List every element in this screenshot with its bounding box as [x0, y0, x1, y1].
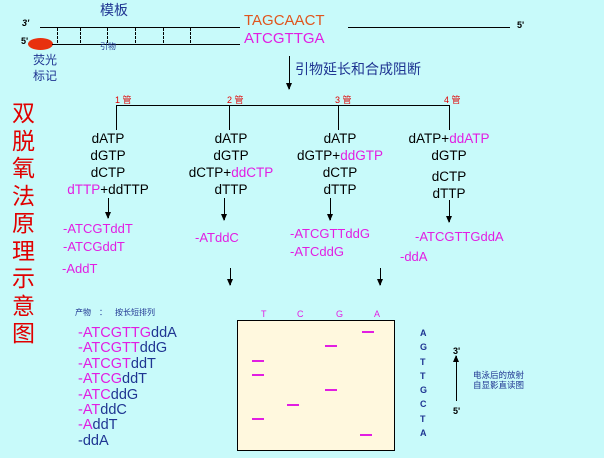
template-line [40, 27, 240, 28]
tube-1-product: -ATCGddT [63, 239, 125, 254]
list-item: -ATCGTTddG [78, 340, 168, 357]
down-arrow-icon [327, 198, 333, 221]
lane-g: G [336, 309, 344, 319]
down-arrow-icon [286, 56, 292, 90]
tube-1-product: -AddT [62, 261, 98, 276]
down-arrow-icon [105, 198, 111, 219]
tube-4-product: -ATCGTTGddA [415, 229, 504, 244]
list-item: -ATCGTTGddA [78, 325, 177, 341]
primer-line [52, 44, 240, 45]
tube-3-product: -ATCGTTddG [290, 226, 370, 241]
tube-2-mix: dATP dGTP dCTP+ddCTP dTTP [188, 131, 274, 197]
list-item: -ATCGddT [78, 371, 148, 388]
list-item: -ATddC [78, 402, 127, 419]
down-arrow-icon [221, 198, 227, 221]
fluorescent-tag [28, 38, 53, 50]
primer-sequence: ATCGTTGA [244, 30, 325, 47]
down-arrow-icon [227, 268, 233, 286]
gel-caption: 电泳后的放射自显影直读图 [473, 370, 525, 390]
primer-5-end: 5' [21, 36, 29, 46]
tube-branch-line [116, 105, 450, 106]
up-arrow-icon [453, 355, 459, 401]
tube-1-mix: dATP dGTP dCTP dTTP+ddTTP [67, 131, 149, 197]
sorted-products-list: -ATCGTTGddA -ATCGTTddG -ATCGTddT -ATCGdd… [78, 325, 177, 449]
tube-3-mix: dATP dGTP+ddGTP dCTP dTTP [297, 131, 383, 197]
down-arrow-icon [446, 200, 452, 223]
tube-3-product: -ATCddG [290, 244, 344, 259]
step-label: 引物延长和合成阻断 [295, 61, 421, 77]
tube-2-product: -ATddC [195, 230, 239, 245]
down-arrow-icon [377, 268, 383, 286]
template-3-end: 3' [22, 18, 30, 28]
tube-4-mix: dATP+ddATP dGTP dCTP dTTP [408, 131, 490, 201]
list-item: -ATCGTddT [78, 355, 156, 372]
direction-5: 5' [453, 406, 461, 416]
tube-1-product: -ATCGTddT [63, 221, 133, 236]
template-sequence: TAGCAACT [244, 12, 325, 29]
tube-2-label: 2 管 [227, 95, 244, 105]
tube-4-product: -ddA [400, 249, 428, 264]
tube-4-label: 4 管 [444, 95, 461, 105]
fluorescent-label: 荧光标记 [33, 53, 58, 83]
primer-label: 引物 [100, 42, 116, 51]
tube-3-label: 3 管 [335, 95, 352, 105]
list-item: -AddT [78, 417, 118, 434]
list-item: -ddA [78, 432, 109, 449]
gel-box [237, 320, 395, 451]
lane-a: A [374, 309, 381, 319]
direction-3: 3' [453, 346, 461, 356]
lane-t: T [261, 309, 267, 319]
tube-1-label: 1 管 [115, 95, 132, 105]
diagram-title: 双脱氧法原理示意图 [12, 101, 35, 347]
products-header: 产物：按长短排列 [75, 308, 155, 317]
template-label: 模板 [100, 2, 128, 18]
list-item: -ATCddG [78, 386, 139, 403]
template-line-right [348, 27, 510, 28]
lane-c: C [297, 309, 304, 319]
template-5-end: 5' [517, 20, 525, 30]
